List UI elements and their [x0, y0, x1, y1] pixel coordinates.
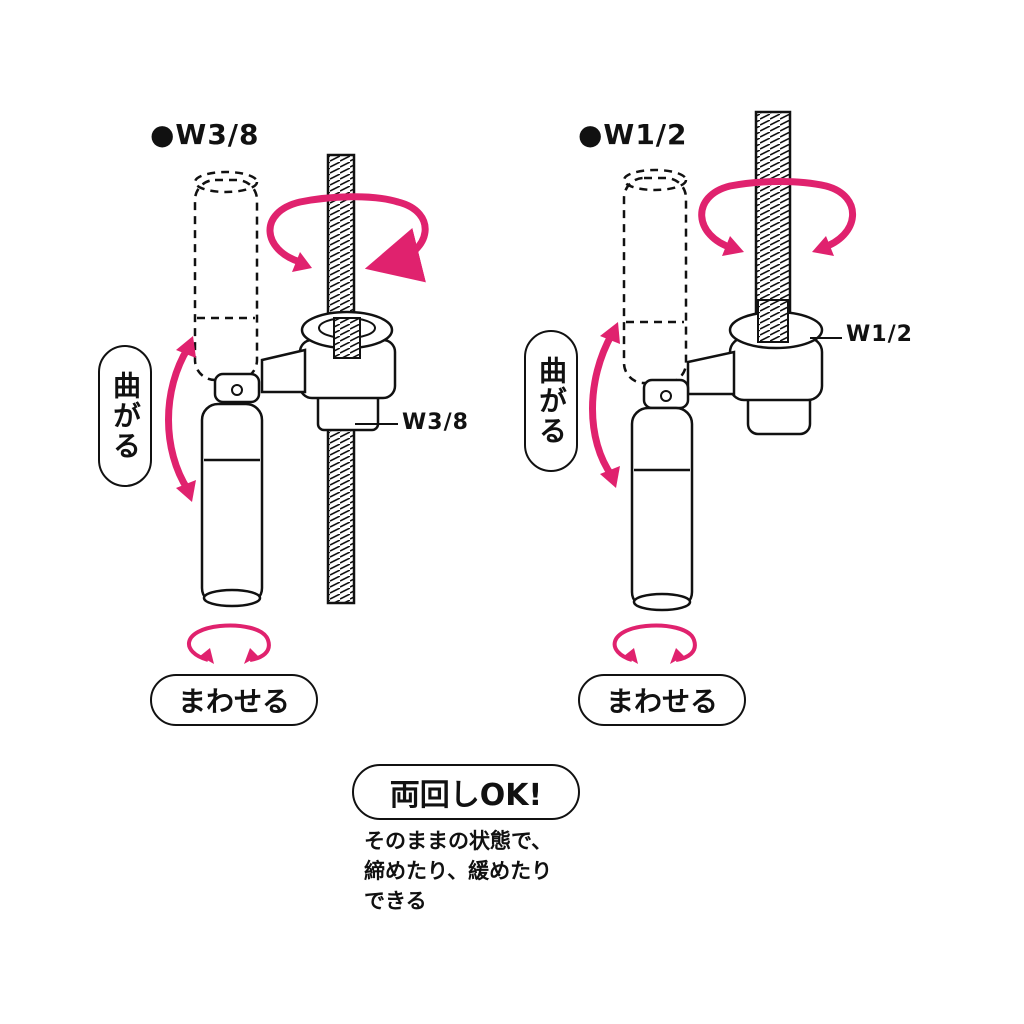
right-rod-rotation-arrow [698, 178, 857, 252]
right-handle-dashed [622, 168, 688, 385]
description: そのままの状態で、 締めたり、緩めたり できる [364, 826, 552, 916]
description-line-2: 締めたり、緩めたり [364, 859, 553, 883]
left-size-label: W3/8 [402, 410, 469, 435]
right-assembly [589, 110, 857, 664]
right-handle-solid [630, 406, 694, 612]
right-bend-arrow [589, 332, 616, 479]
left-title: ●W3/8 [150, 118, 260, 151]
left-socket [298, 310, 397, 432]
right-size-label: W1/2 [846, 322, 913, 347]
left-handle-dashed [193, 170, 259, 382]
right-title: ●W1/2 [578, 118, 688, 151]
left-rotate-label: まわせる [150, 674, 318, 726]
right-bend-label: 曲がる [524, 330, 578, 472]
description-line-3: できる [364, 889, 427, 913]
right-handle-rotation-arrow [612, 623, 697, 662]
left-handle-rotation-arrow [187, 623, 271, 662]
left-arm [260, 348, 307, 394]
description-line-1: そのままの状態で、 [364, 829, 553, 853]
both-directions-badge: 両回しOK! [352, 764, 580, 820]
right-rotate-label: まわせる [578, 674, 746, 726]
left-bend-label: 曲がる [98, 345, 152, 487]
left-rod-rotation-arrow [266, 193, 429, 283]
left-handle-solid [200, 402, 264, 608]
left-rod-arrow-head-left [292, 252, 312, 272]
left-bend-arrow [165, 346, 191, 492]
left-assembly [165, 153, 429, 664]
right-socket [728, 299, 824, 436]
right-arm [686, 350, 736, 396]
